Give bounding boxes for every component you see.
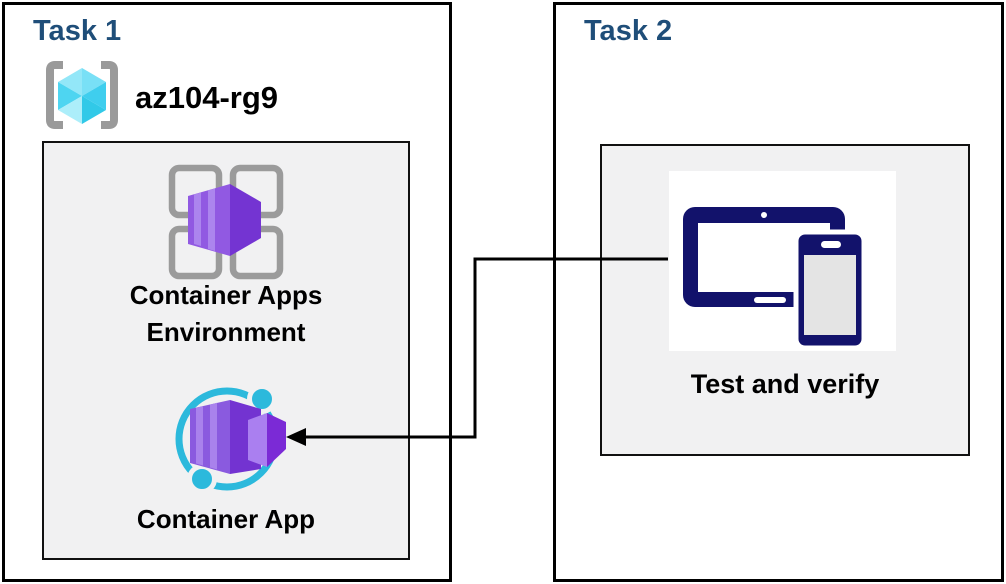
resource-group-icon <box>43 60 121 135</box>
app-node-label: Container App <box>136 504 316 534</box>
task1-box: Task 1 az104-rg9 <box>2 2 452 582</box>
test-node-label: Test and verify <box>690 369 880 399</box>
task1-title: Task 1 <box>33 15 122 47</box>
task2-box: Task 2 Test and <box>553 2 1004 582</box>
device-icon-panel <box>669 171 896 351</box>
task2-title: Task 2 <box>584 15 673 47</box>
resource-group-name: az104-rg9 <box>135 79 279 115</box>
container-app-icon <box>166 379 298 506</box>
resource-group-row: az104-rg9 <box>43 60 278 135</box>
task1-inner-box: Container Apps Environment Container App <box>42 141 410 560</box>
tablet-phone-devices-icon <box>669 207 896 355</box>
task2-inner-box: Test and verify <box>600 144 970 456</box>
container-apps-environment-icon <box>168 164 284 285</box>
env-node-label: Container Apps Environment <box>129 280 323 347</box>
